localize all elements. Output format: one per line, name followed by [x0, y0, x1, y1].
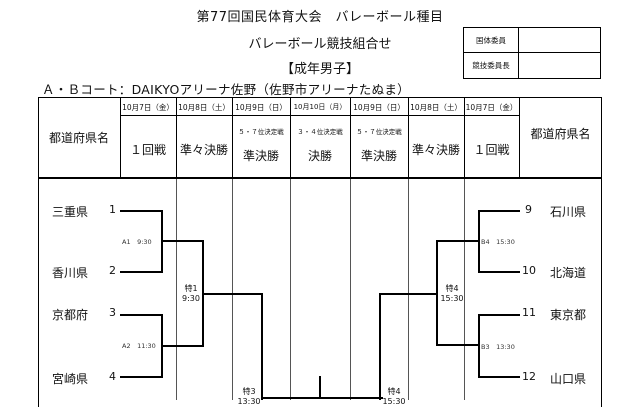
bracket-line: [163, 240, 204, 327]
round-header: １回戦: [473, 143, 510, 157]
round-header: 準々決勝: [179, 143, 228, 157]
match-id: 特4: [445, 284, 459, 293]
bracket-line: [436, 240, 478, 314]
round-header: １回戦: [129, 143, 166, 157]
match-label: A1 9:30: [122, 238, 152, 246]
document-subtitle: バレーボール競技組合せ: [248, 37, 392, 52]
team-seed: 12: [522, 370, 536, 383]
team-seed: 1: [109, 203, 116, 216]
officials-box: 国体委員 競技委員長: [463, 27, 601, 79]
officials-row: 競技委員長: [464, 53, 600, 78]
date-cell: 10月7日（金）: [465, 102, 518, 112]
divider: [232, 179, 233, 400]
team-seed: 9: [525, 203, 532, 216]
match-time: 13:30: [237, 397, 261, 406]
team-seed: 3: [109, 306, 116, 319]
category-label: 【成年男子】: [280, 62, 359, 77]
match-label: 特4 15:30: [437, 284, 467, 304]
official-signature-field[interactable]: [519, 53, 600, 78]
team-name: 東京都: [550, 308, 587, 322]
divider: [232, 97, 233, 178]
divider: [120, 97, 121, 178]
divider: [350, 97, 351, 178]
team-name: 山口県: [550, 372, 587, 386]
divider: [38, 177, 602, 179]
prefecture-header-left: 都道府県名: [48, 130, 109, 145]
venue-label: Ａ・Ｂコート：DAIKYOアリーナ佐野（佐野市アリーナたぬま）: [42, 82, 410, 97]
team-seed: 10: [522, 264, 536, 277]
match-label: A2 11:30: [122, 342, 156, 350]
official-signature-field[interactable]: [519, 28, 600, 52]
match-id: 特4: [387, 387, 401, 396]
match-id: 特1: [184, 284, 198, 293]
official-label: 競技委員長: [464, 53, 519, 78]
team-seed: 2: [109, 264, 116, 277]
bracket-line: [120, 314, 163, 378]
date-cell: 10月7日（金）: [122, 102, 174, 112]
round-header: 準決勝: [360, 148, 397, 163]
bracket-line: [379, 293, 436, 400]
match-time: 9:30: [182, 294, 200, 303]
bracket-table: [38, 97, 602, 407]
bracket-line: [478, 314, 520, 378]
prefecture-header-right: 都道府県名: [530, 126, 591, 141]
team-seed: 4: [109, 370, 116, 383]
date-cell: 10月9日（日）: [353, 102, 405, 112]
divider: [408, 179, 409, 400]
team-name: 石川県: [550, 205, 587, 219]
match-label: 特3 13:30: [234, 387, 264, 407]
divider: [176, 179, 177, 400]
match-label: 特4 15:30: [379, 387, 409, 407]
official-label: 国体委員: [464, 28, 519, 52]
divider: [176, 97, 177, 178]
date-cell: 10月10日（月）: [293, 103, 347, 111]
team-name: 北海道: [550, 266, 587, 280]
team-name: 香川県: [52, 266, 89, 280]
round-header: 準決勝: [242, 148, 279, 163]
round-note: ３・４位決定戦: [297, 128, 343, 136]
round-note: ５・７位決定戦: [238, 128, 284, 136]
divider: [120, 115, 519, 116]
divider: [464, 179, 465, 400]
bracket-line: [204, 293, 263, 400]
date-cell: 10月8日（土）: [178, 102, 230, 112]
team-seed: 11: [522, 306, 536, 319]
bracket-line: [120, 210, 163, 273]
round-note: ５・７位決定戦: [356, 128, 402, 136]
bracket-line: [436, 290, 478, 346]
round-header: 決勝: [307, 148, 332, 163]
divider: [408, 97, 409, 178]
match-label: B3 13:30: [481, 343, 515, 351]
date-cell: 10月8日（土）: [410, 102, 462, 112]
team-name: 宮崎県: [52, 372, 89, 386]
team-name: 三重県: [52, 205, 89, 219]
team-name: 京都府: [52, 308, 89, 322]
bracket-line: [263, 397, 383, 400]
match-id: 特3: [242, 387, 256, 396]
divider: [519, 97, 520, 178]
round-header: 準々決勝: [411, 143, 460, 157]
bracket-line: [163, 290, 204, 347]
bracket-line: [478, 210, 520, 273]
document-title: 第77回国民体育大会 バレーボール種目: [196, 10, 444, 25]
match-label: B4 15:30: [481, 238, 515, 246]
match-label: 特1 9:30: [178, 284, 204, 304]
divider: [290, 179, 291, 400]
divider: [464, 97, 465, 178]
divider: [350, 179, 351, 400]
officials-row: 国体委員: [464, 28, 600, 53]
match-time: 15:30: [382, 397, 406, 406]
match-time: 15:30: [440, 294, 464, 303]
divider: [290, 97, 291, 178]
date-cell: 10月9日（日）: [235, 102, 287, 112]
final-line: [319, 376, 321, 398]
